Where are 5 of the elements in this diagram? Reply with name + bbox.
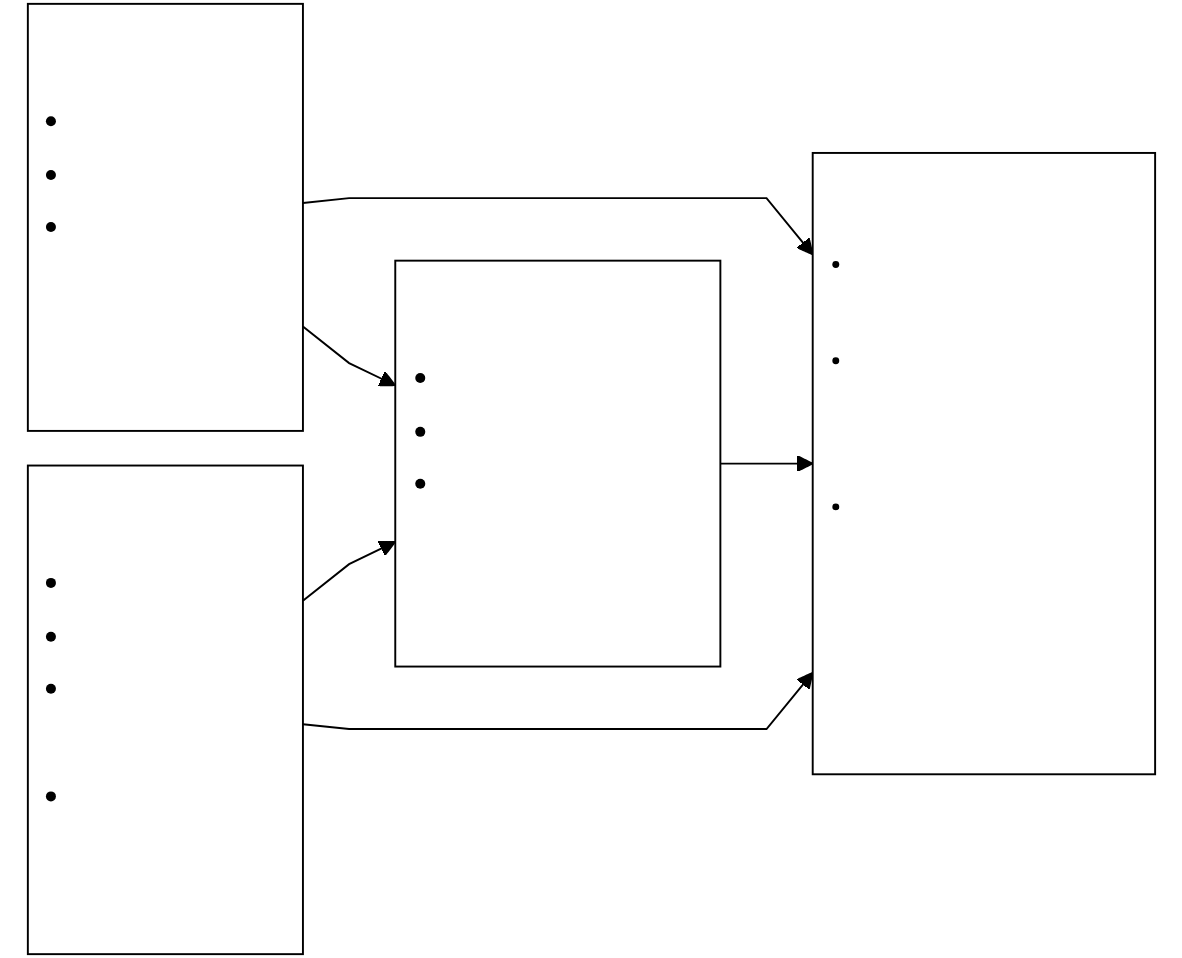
arrow <box>301 325 396 387</box>
arrow <box>301 671 813 731</box>
arrow <box>718 455 813 473</box>
arrow <box>301 540 396 602</box>
arrow <box>301 197 813 256</box>
